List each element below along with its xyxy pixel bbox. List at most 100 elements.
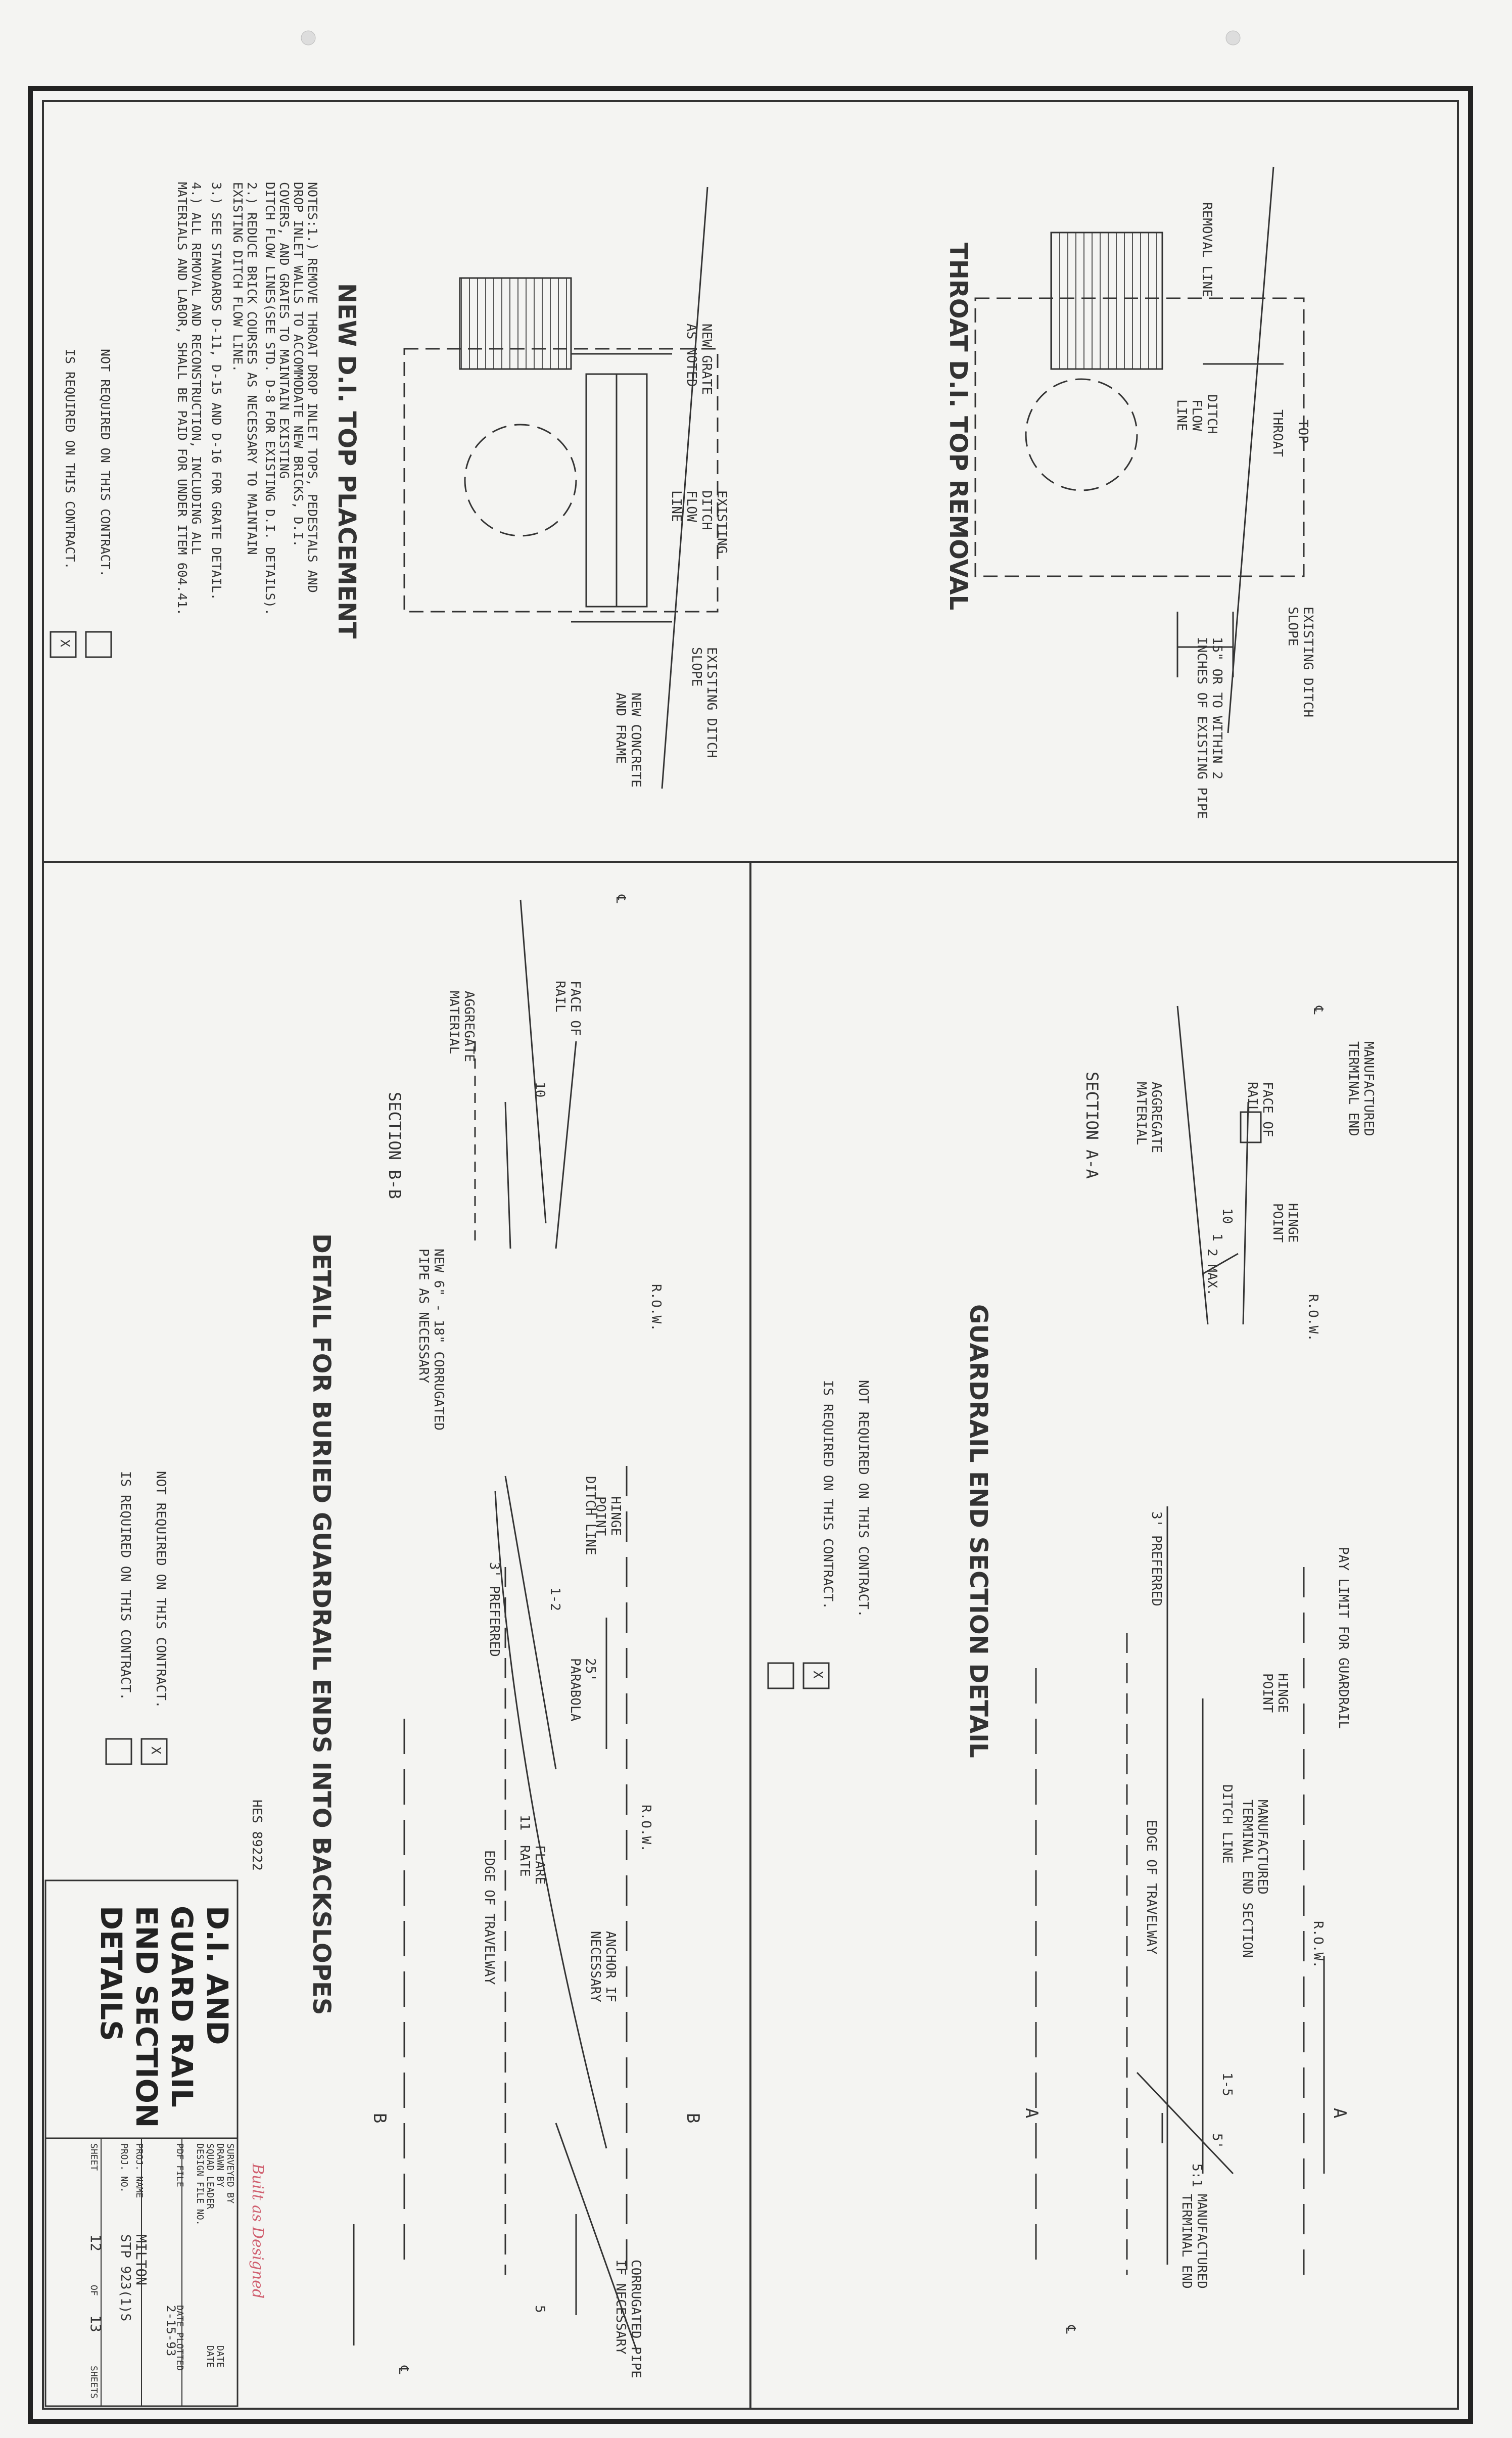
bg-hinge-2: POINT [593,1496,608,1536]
ge-slope-15: 1-5 [1219,2073,1235,2096]
bg-parabola-1: 25' [583,1658,598,1682]
ge-mte-1: MANUFACTURED [1194,2194,1209,2289]
bg-pipe-2: IF NECESSARY [613,2260,628,2355]
ge-manufactured: MANUFACTURED [1255,1800,1270,1895]
ge-ditch-line: DITCH LINE [1219,1784,1235,1864]
checkbox-di-not-required [85,631,112,658]
ge-not-required: NOT REQUIRED ON THIS CONTRACT. [856,1380,871,1618]
label-ditch-1: DITCH [1204,394,1219,434]
note-line: MATERIALS AND LABOR, SHALL BE PAID FOR U… [175,182,190,616]
note-line: EXISTING DITCH FLOW LINE. [230,182,245,372]
label-edfl-2: DITCH [699,490,714,530]
ge-a-bottom: A [1021,2108,1042,2118]
notes-block: NOTES:1.) REMOVE THROAT DROP INLET TOPS,… [58,182,320,647]
ge-cl: ℄ [1063,2325,1078,2334]
checkbox-buried-required [105,1738,132,1765]
checkbox-di-required [50,631,77,658]
label-edfl-4: LINE [669,490,684,522]
outer-border [28,86,1473,2424]
aa-mte-1: MANUFACTURED [1361,1041,1376,1136]
bg-anchor-2: NECESSARY [588,1931,603,2002]
bg-3-preferred: 3' PREFERRED [487,1562,502,1657]
bb-agg-1: AGGREGATE [461,991,477,1062]
label-nt-slope-1: EXISTING DITCH [704,647,719,758]
bg-flare-1: FLARE [532,1845,547,1884]
bg-five: 5 [532,2305,547,2313]
tb-surveyed-by: SURVEYED BY [225,2143,235,2203]
label-top: TOP [1295,420,1310,443]
tb-drawn-by: DRAWN BY [215,2143,225,2187]
aa-mte-2: TERMINAL END [1346,1041,1361,1136]
aa-one: 1 [1209,1233,1224,1241]
sheet-title-line4: DETAILS [94,1906,128,2041]
punch-hole [301,30,316,45]
label-throat: THROAT [1270,409,1285,457]
tb-plotted-date: 2-15-93 [164,2305,178,2356]
aa-hinge-1: HINGE [1285,1203,1300,1243]
ge-mte-2: TERMINAL END [1179,2194,1194,2289]
ge-is-required: IS REQUIRED ON THIS CONTRACT. [820,1380,835,1609]
tb-proj-no: STP 923(1)S [118,2234,133,2321]
tb-sheet-no: 12 [87,2234,104,2251]
label-removal-line: REMOVAL LINE [1199,202,1214,297]
hes-number: HES 89222 [249,1800,264,1871]
bb-pipe-2: PIPE AS NECESSARY [416,1249,431,1383]
label-new-grate-2: AS NOTED [684,324,699,387]
ge-mark: X [810,1671,825,1679]
bg-hinge-1: HINGE [608,1496,623,1536]
note-line: 2.) REDUCE BRICK COURSES AS NECESSARY TO… [245,182,259,555]
label-edfl-3: FLOW [684,490,699,522]
label-ditch-2: FLOW [1189,399,1204,431]
sheet-title-line3: END SECTION [129,1906,164,2128]
aa-agg-2: MATERIAL [1133,1082,1149,1145]
label-pay-limit: PAY LIMIT FOR GUARDRAIL [1336,1547,1351,1729]
sheet-title-line2: GUARD RAIL [165,1906,199,2107]
checkbox-buried-not-required [140,1738,168,1765]
tb-sheet-label: SHEET [88,2143,99,2171]
ge-5ft: 5' [1209,2133,1224,2149]
bg-b-top: B [683,2113,703,2123]
tb-of: OF [88,2285,99,2296]
ge-a-top: A [1330,2108,1350,2118]
bb-cl: ℄ [613,894,628,903]
bg-eleven: 11 [517,1815,532,1830]
ge-row: R.O.W. [1310,1921,1326,1968]
ge-slope-51: 5:1 [1189,2164,1204,2187]
nt-is-required: IS REQUIRED ON THIS CONTRACT. [63,349,77,570]
bg-not-required: NOT REQUIRED ON THIS CONTRACT. [153,1471,168,1709]
guardrail-end-title: GUARDRAIL END SECTION DETAIL [964,1304,993,1758]
buried-title: DETAIL FOR BURIED GUARDRAIL ENDS INTO BA… [307,1233,336,2015]
note-line: COVERS, AND GRATES TO MAINTAIN EXISTING [277,182,292,479]
tb-proj-name: MILTON [133,2234,150,2285]
checkbox-guardrail-required [767,1662,794,1689]
bb-face-2: RAIL [552,981,568,1013]
tb-date2: DATE [205,2345,215,2367]
ge-hinge-2: POINT [1260,1673,1275,1713]
bg-row: R.O.W. [638,1805,653,1852]
bg-is-required: IS REQUIRED ON THIS CONTRACT. [118,1471,133,1700]
label-edfl-1: EXISTING [714,490,729,554]
new-top-drawing [403,187,719,789]
bb-agg-2: MATERIAL [446,991,461,1054]
ge-terminal-end: TERMINAL END SECTION [1240,1800,1255,1958]
guardrail-end-drawing [1035,1005,1325,2275]
tb-sheets: SHEETS [88,2366,99,2399]
bg-flare-2: RATE [517,1845,532,1877]
tb-date: DATE [215,2345,225,2367]
throat-removal-drawing [974,166,1305,733]
aa-agg-1: AGGREGATE [1149,1082,1164,1153]
tb-proj-name-label: PROJ. NAME [134,2143,145,2198]
label-new-grate-1: NEW GRATE [699,324,714,395]
bb-pipe-1: NEW 6" - 18" CORRUGATED [431,1249,446,1431]
label-clearance-2: INCHES OF EXISTING PIPE [1194,637,1209,819]
label-ditch-3: LINE [1174,399,1189,431]
label-existing-slope-2: SLOPE [1285,607,1300,646]
bg-slope-12: 1-2 [547,1587,562,1611]
label-clearance-1: 15" OR TO WITHIN 2 [1209,637,1224,779]
aa-face-1: FACE OF [1260,1082,1275,1137]
throat-title: THROAT D.I. TOP REMOVAL [944,243,972,610]
label-new-concrete-2: AND FRAME [613,693,628,764]
bg-cl: ℄ [396,2365,411,2374]
